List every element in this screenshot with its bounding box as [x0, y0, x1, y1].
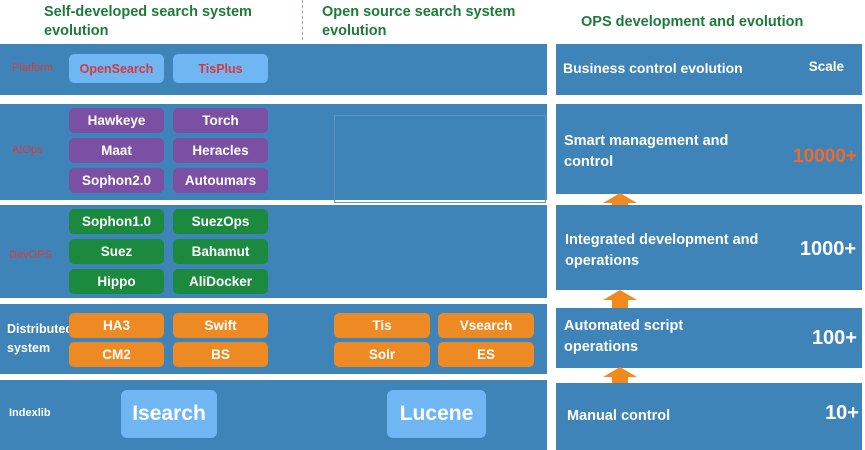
header-open-source: Open source search system evolution	[322, 4, 516, 39]
box-bs: BS	[173, 342, 268, 367]
row-label-devops: DevOPS	[9, 249, 52, 261]
ops-title-integrated: Integrated development and operations	[565, 232, 759, 269]
ops-title-manual: Manual control	[567, 408, 671, 424]
box-heracles: Heracles	[173, 138, 268, 163]
box-hawkeye: Hawkeye	[69, 108, 164, 133]
box-torch: Torch	[173, 108, 268, 133]
box-maat: Maat	[69, 138, 164, 163]
box-cm2: CM2	[69, 342, 164, 367]
ops-title-business: Business control evolution	[563, 60, 743, 76]
box-autoumars: Autoumars	[173, 168, 268, 193]
row-aiops: AIOps Hawkeye Torch Maat Heracles Sophon…	[0, 104, 547, 200]
row-distributed: Distributed system HA3 Swift CM2 BS Tis …	[0, 304, 547, 374]
box-swift: Swift	[173, 313, 268, 338]
ops-title-automated: Automated script operations	[564, 318, 684, 355]
box-hippo: Hippo	[69, 269, 164, 294]
row-label-distributed: Distributed system	[7, 322, 73, 355]
row-label-aiops: AIOps	[12, 144, 43, 156]
ops-business-control: Business control evolution Scale	[556, 44, 862, 95]
row-label-platform: Platform	[12, 62, 53, 74]
ops-value-10000: 10000+	[793, 146, 857, 167]
box-tisplus: TisPlus	[173, 54, 268, 83]
box-suezops: SuezOps	[173, 209, 268, 234]
ops-value-10: 10+	[825, 402, 859, 424]
box-sophon1: Sophon1.0	[69, 209, 164, 234]
row-platform: Platform OpenSearch TisPlus	[0, 44, 547, 95]
arrow-up-icon	[603, 193, 637, 213]
arrow-up-icon	[603, 290, 637, 310]
box-sophon2: Sophon2.0	[69, 168, 164, 193]
ops-manual-control: Manual control 10+	[556, 383, 862, 450]
row-indexlib: Indexlib Isearch Lucene	[0, 380, 547, 450]
ops-smart-management: Smart management and control 10000+	[556, 104, 862, 194]
box-ha3: HA3	[69, 313, 164, 338]
header-divider	[302, 0, 303, 40]
box-tis: Tis	[334, 313, 430, 338]
row-devops: DevOPS Sophon1.0 SuezOps Suez Bahamut Hi…	[0, 205, 547, 298]
row-label-indexlib: Indexlib	[9, 407, 51, 419]
box-alidocker: AliDocker	[173, 269, 268, 294]
ops-value-1000: 1000+	[799, 238, 856, 260]
ops-integrated-devops: Integrated development and operations 10…	[556, 205, 862, 290]
header-ops: OPS development and evolution	[581, 14, 804, 30]
open-source-frame	[334, 115, 546, 203]
box-bahamut: Bahamut	[173, 239, 268, 264]
ops-automated-script: Automated script operations 100+	[556, 308, 862, 368]
box-lucene: Lucene	[387, 390, 486, 438]
ops-value-100: 100+	[811, 327, 857, 349]
arrow-up-icon	[603, 367, 637, 387]
box-es: ES	[438, 342, 534, 367]
box-suez: Suez	[69, 239, 164, 264]
ops-title-smart: Smart management and control	[564, 133, 729, 170]
ops-value-scale: Scale	[808, 59, 844, 74]
box-vsearch: Vsearch	[438, 313, 534, 338]
box-solr: Solr	[334, 342, 430, 367]
box-isearch: Isearch	[121, 390, 217, 438]
box-opensearch: OpenSearch	[69, 54, 164, 83]
header-self-developed: Self-developed search system evolution	[44, 4, 252, 39]
